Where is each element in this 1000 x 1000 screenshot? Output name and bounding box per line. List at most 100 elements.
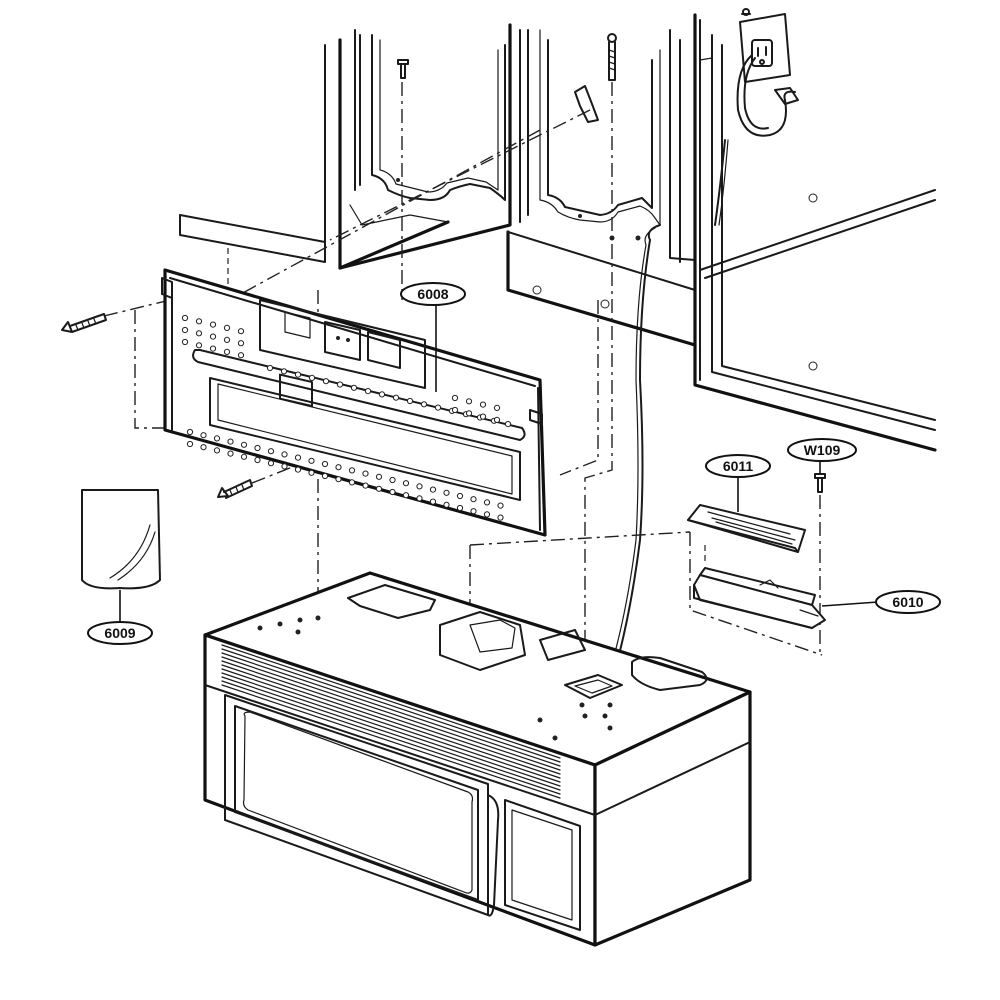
callout-6011: 6011 xyxy=(705,454,771,478)
top-bolt-right xyxy=(607,33,617,81)
plate-hole xyxy=(181,338,189,346)
plate-hole xyxy=(497,502,504,509)
wall-outlet xyxy=(739,8,791,83)
plate-hole xyxy=(209,321,217,328)
grille-slat xyxy=(221,664,561,779)
plate-hole xyxy=(237,328,245,335)
plate-hole xyxy=(402,480,410,487)
plate-hole xyxy=(294,454,302,461)
plate-hole xyxy=(434,404,442,411)
plate-hole xyxy=(335,476,342,483)
plate-hole xyxy=(451,406,459,414)
plate-hole xyxy=(240,441,248,448)
plate-hole xyxy=(200,432,207,439)
grille-slat xyxy=(221,668,561,783)
plate-hole xyxy=(200,444,207,451)
instruction-bag xyxy=(81,489,161,624)
plate-hole xyxy=(429,486,437,493)
top-screw-left xyxy=(397,59,409,79)
plate-hole xyxy=(267,460,275,467)
grille-slat xyxy=(221,676,561,791)
svg-text:W109: W109 xyxy=(804,442,841,458)
plate-hole xyxy=(308,469,315,476)
plate-hole xyxy=(465,410,473,417)
plate-hole xyxy=(186,428,194,436)
callout-w109: W109 xyxy=(787,438,857,474)
plate-hole xyxy=(266,364,274,372)
plate-hole xyxy=(479,413,487,420)
plate-hole xyxy=(451,394,459,402)
grille-slat xyxy=(221,648,561,763)
plate-hole xyxy=(483,499,491,506)
svg-text:6010: 6010 xyxy=(892,594,923,610)
plate-hole xyxy=(483,511,491,518)
svg-text:6009: 6009 xyxy=(104,625,135,641)
plate-hole xyxy=(443,501,450,508)
mounting-plate xyxy=(161,268,547,537)
plate-hole xyxy=(416,483,423,490)
plate-hole xyxy=(470,508,477,515)
plate-hole xyxy=(389,476,396,484)
plate-hole xyxy=(402,492,410,499)
plate-hole xyxy=(362,470,369,477)
plate-hole xyxy=(493,404,501,411)
plate-hole xyxy=(335,464,342,471)
plate-hole xyxy=(237,352,245,359)
plate-hole xyxy=(322,378,330,385)
plate-hole xyxy=(181,314,189,322)
plate-hole xyxy=(281,463,288,470)
plate-hole xyxy=(456,492,464,500)
plate-hole xyxy=(321,460,329,468)
plate-hole xyxy=(465,398,473,405)
grille-slat xyxy=(221,660,561,775)
plate-hole xyxy=(223,324,231,331)
filter xyxy=(687,478,806,553)
plate-hole xyxy=(294,371,302,378)
plate-hole xyxy=(389,488,396,496)
plate-hole xyxy=(195,342,203,349)
toggle-clip xyxy=(574,85,599,123)
vent-grille xyxy=(221,644,561,799)
plate-hole xyxy=(213,447,221,454)
plate-hole xyxy=(321,472,329,480)
plate-hole xyxy=(456,504,464,512)
plate-hole xyxy=(350,384,358,391)
callout-6010: 6010 xyxy=(875,590,941,614)
plate-hole xyxy=(336,381,344,388)
plate-hole xyxy=(392,394,400,401)
plate-hole xyxy=(504,421,512,428)
plate-hole xyxy=(213,435,221,442)
plate-hole xyxy=(254,444,261,452)
plate-hole xyxy=(281,451,288,458)
plate-hole xyxy=(186,440,194,448)
plate-hole xyxy=(348,479,356,486)
grille-slat xyxy=(221,652,561,767)
plate-hole xyxy=(209,333,217,340)
plate-hole xyxy=(195,330,203,337)
plate-hole xyxy=(308,374,316,381)
plate-hole xyxy=(308,457,315,464)
svg-text:6011: 6011 xyxy=(723,458,754,474)
side-screw-top xyxy=(61,313,107,333)
plate-hole xyxy=(294,466,302,473)
microwave-oven xyxy=(203,571,752,947)
mounting-plate-holes xyxy=(181,314,512,521)
side-screw-bottom xyxy=(217,479,253,499)
plate-hole xyxy=(406,397,414,405)
plate-hole xyxy=(429,498,437,505)
grille-slat xyxy=(221,684,561,799)
plate-hole xyxy=(223,348,231,355)
plate-hole xyxy=(443,489,450,496)
plate-hole xyxy=(348,467,356,474)
plate-hole xyxy=(254,456,261,464)
plate-hole xyxy=(223,336,231,343)
plate-hole xyxy=(362,482,369,489)
plate-hole xyxy=(378,391,386,398)
plate-hole xyxy=(280,368,288,375)
plate-hole xyxy=(209,345,217,352)
plate-hole xyxy=(497,514,504,521)
power-cord xyxy=(606,54,799,681)
plate-hole xyxy=(420,401,428,408)
